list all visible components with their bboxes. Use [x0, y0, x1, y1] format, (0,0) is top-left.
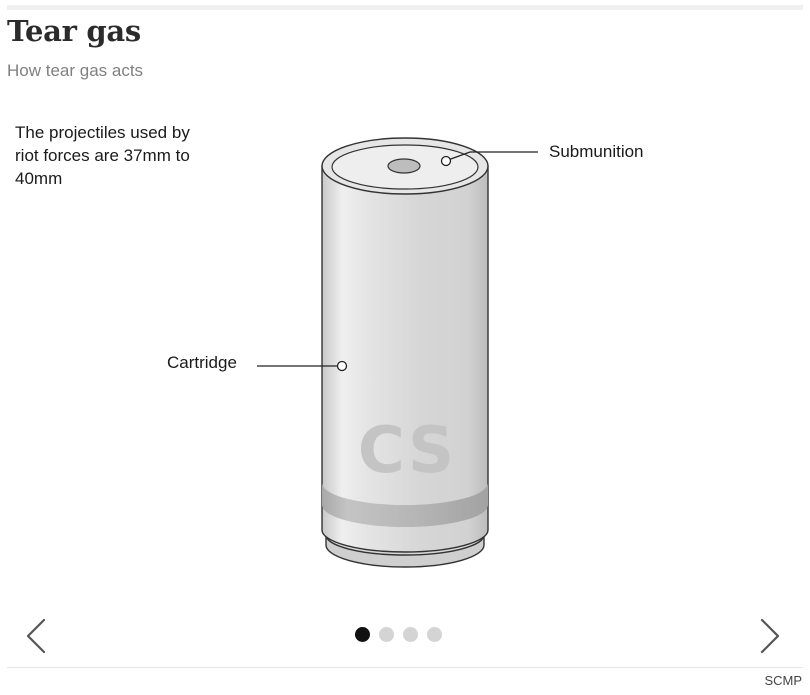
- top-divider: [7, 5, 803, 10]
- next-slide-button[interactable]: [754, 617, 784, 657]
- slide-dot-2[interactable]: [379, 627, 394, 642]
- slide-indicator: [355, 627, 442, 642]
- slide-dot-1[interactable]: [355, 627, 370, 642]
- canister-band: [322, 483, 488, 527]
- canister-top: [321, 137, 489, 195]
- chevron-right-icon: [760, 618, 780, 654]
- submunition-leader: [440, 151, 538, 167]
- submunition-label: Submunition: [549, 142, 644, 161]
- canister-body: [321, 165, 489, 553]
- chevron-left-icon: [26, 618, 46, 654]
- page-subtitle: How tear gas acts: [7, 61, 144, 80]
- cs-marking: CS: [358, 414, 456, 488]
- bottom-divider: [7, 667, 803, 668]
- cartridge-label: Cartridge: [167, 353, 237, 372]
- slide-dot-4[interactable]: [427, 627, 442, 642]
- slide-dot-3[interactable]: [403, 627, 418, 642]
- cartridge-leader: [257, 360, 348, 372]
- previous-slide-button[interactable]: [22, 617, 52, 657]
- source-credit: SCMP: [764, 673, 802, 688]
- page-title: Tear gas: [7, 14, 141, 48]
- caliber-note: The projectiles used by riot forces are …: [15, 123, 190, 188]
